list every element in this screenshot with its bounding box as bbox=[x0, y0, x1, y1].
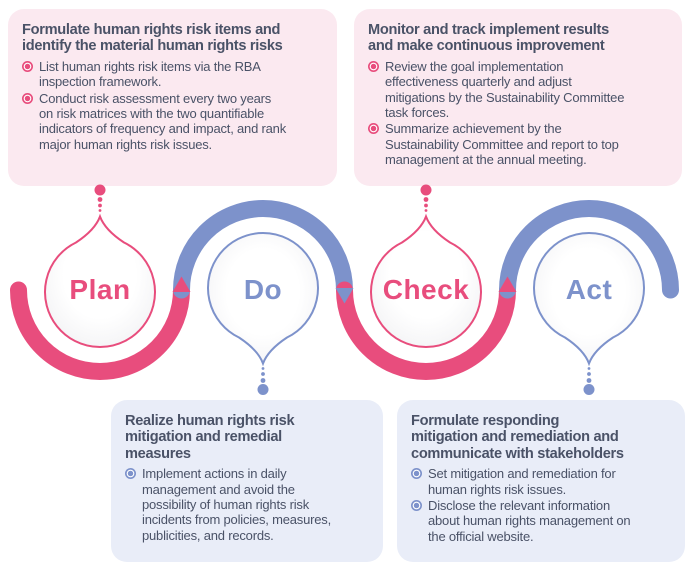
target-bullet-icon bbox=[411, 500, 422, 512]
check-bubble bbox=[370, 213, 482, 348]
act-bullet-1: Set mitigation and remediation for human… bbox=[411, 466, 675, 497]
do-connector-dots bbox=[257, 367, 269, 395]
do-bullet-1-text: Implement actions in daily management an… bbox=[142, 466, 331, 543]
do-description-box: Realize human rights risk mitigation and… bbox=[111, 400, 383, 562]
plan-connector-dots bbox=[94, 184, 106, 212]
plan-bullet-2-text: Conduct risk assessment every two years … bbox=[39, 90, 287, 152]
target-bullet-icon bbox=[368, 60, 379, 72]
check-description-box: Monitor and track implement results and … bbox=[354, 9, 682, 186]
arrow-down-icon bbox=[335, 288, 354, 304]
target-bullet-icon bbox=[22, 60, 33, 72]
check-arc bbox=[336, 281, 516, 380]
act-arc bbox=[499, 200, 679, 299]
act-bullet-1-text: Set mitigation and remediation for human… bbox=[428, 466, 616, 497]
check-box-title: Monitor and track implement results and … bbox=[368, 22, 609, 55]
step-label-plan: Plan bbox=[69, 274, 131, 305]
check-bullet-1-text: Review the goal implementation effective… bbox=[385, 58, 625, 121]
do-box-title: Realize human rights risk mitigation and… bbox=[125, 413, 295, 462]
plan-bullet-2: Conduct risk assessment every two years … bbox=[22, 91, 327, 153]
plan-arc bbox=[10, 281, 190, 380]
check-bullet-2-text: Summarize achievement by the Sustainabil… bbox=[385, 121, 619, 168]
plan-bullet-1-text: List human rights risk items via the RBA… bbox=[39, 58, 261, 90]
plan-bullet-1: List human rights risk items via the RBA… bbox=[22, 59, 327, 90]
arrow-up-icon bbox=[172, 276, 191, 292]
do-arc bbox=[173, 200, 353, 299]
act-bullet-2-text: Disclose the relevant information about … bbox=[428, 498, 631, 544]
step-label-do: Do bbox=[243, 274, 283, 305]
plan-bubble bbox=[44, 213, 156, 348]
plan-box-title: Formulate human rights risk items and id… bbox=[22, 22, 283, 55]
target-bullet-icon bbox=[411, 468, 422, 480]
plan-description-box: Formulate human rights risk items and id… bbox=[8, 9, 337, 186]
do-bullet-1: Implement actions in daily management an… bbox=[125, 466, 373, 543]
target-bullet-icon bbox=[368, 123, 379, 135]
act-box-title: Formulate responding mitigation and reme… bbox=[411, 413, 624, 462]
step-label-act: Act bbox=[565, 274, 613, 305]
check-connector-dots bbox=[420, 184, 432, 212]
check-bullet-1: Review the goal implementation effective… bbox=[368, 59, 672, 121]
do-bubble bbox=[207, 232, 319, 367]
act-description-box: Formulate responding mitigation and reme… bbox=[397, 400, 685, 562]
check-bullet-2: Summarize achievement by the Sustainabil… bbox=[368, 121, 672, 167]
arrow-up-icon bbox=[498, 276, 517, 292]
act-bubble bbox=[533, 232, 645, 367]
act-connector-dots bbox=[583, 367, 595, 395]
step-label-check: Check bbox=[382, 274, 470, 305]
target-bullet-icon bbox=[125, 468, 136, 480]
act-bullet-2: Disclose the relevant information about … bbox=[411, 498, 675, 544]
target-bullet-icon bbox=[22, 92, 33, 104]
